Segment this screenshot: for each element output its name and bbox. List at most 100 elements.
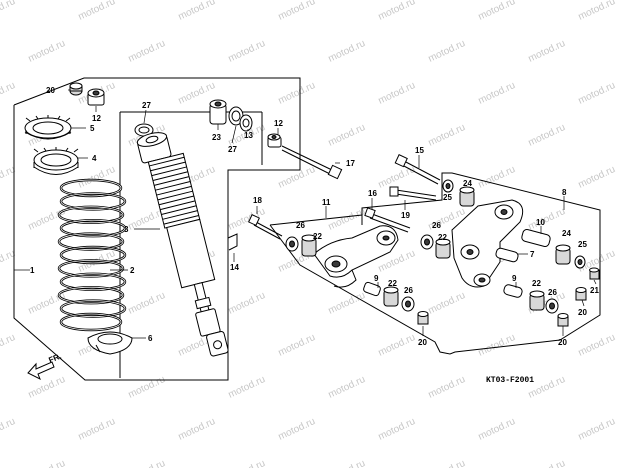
watermark-text: motod.ru	[327, 206, 367, 233]
watermark-text: motod.ru	[0, 332, 17, 359]
bearing-part-24-arm	[555, 244, 571, 265]
bolt-part-18	[248, 214, 283, 240]
seal-part-25-top	[442, 179, 454, 193]
spring-coil-highlight	[60, 246, 126, 264]
callout-16: 16	[368, 189, 377, 198]
nut-part-20-arm	[557, 313, 569, 327]
bearing-part-23	[209, 99, 227, 125]
watermark-text: motod.ru	[177, 416, 217, 443]
spring-coil-highlight	[60, 192, 126, 210]
bolt-part-19	[389, 186, 437, 201]
front-label: FR.	[47, 352, 62, 365]
nut-part-21	[589, 267, 600, 280]
callout-1: 1	[30, 266, 35, 275]
watermark-text: motod.ru	[0, 0, 17, 23]
spring-coil-highlight	[60, 313, 122, 331]
callout-22-arm-low: 22	[532, 279, 541, 288]
watermark-text: motod.ru	[77, 164, 117, 191]
adjuster-nut-part	[33, 147, 79, 175]
callout-13: 13	[244, 131, 253, 140]
callout-2: 2	[130, 266, 135, 275]
watermark-text: motod.ru	[527, 122, 567, 149]
watermark-text: motod.ru	[527, 38, 567, 65]
watermark-text: motod.ru	[127, 290, 167, 317]
watermark-text: motod.ru	[577, 0, 617, 23]
watermark-text: motod.ru	[527, 458, 567, 468]
diagram-code: KT03-F2001	[486, 376, 534, 385]
watermark-text: motod.ru	[477, 164, 517, 191]
damper-rib	[158, 195, 195, 206]
callout-22-left: 22	[313, 232, 322, 241]
watermark-text: motod.ru	[477, 0, 517, 23]
spring-stopper-part	[87, 331, 133, 355]
watermark-text: motod.ru	[277, 416, 317, 443]
callout-25-arm: 25	[578, 240, 587, 249]
callout-26-arm: 26	[432, 221, 441, 230]
watermark-text: motod.ru	[577, 332, 617, 359]
watermark-text: motod.ru	[277, 0, 317, 23]
callout-26-left: 26	[296, 221, 305, 230]
coil-spring-part	[57, 178, 127, 332]
callout-11: 11	[322, 198, 331, 207]
watermark-text: motod.ru	[227, 38, 267, 65]
watermark-text: motod.ru	[227, 458, 267, 468]
callout-20-link: 20	[418, 338, 427, 347]
callout-20-top: 20	[46, 86, 55, 95]
front-direction-arrow: FR.	[27, 352, 63, 381]
damper-rib	[155, 181, 191, 191]
bearing-part-24-top	[459, 186, 475, 207]
collar-part-9-link	[363, 281, 381, 297]
watermark-text: motod.ru	[427, 122, 467, 149]
damper-body-part	[134, 123, 229, 357]
callout-14: 14	[230, 263, 239, 272]
watermark-text: motod.ru	[377, 80, 417, 107]
spring-coil-highlight	[60, 219, 126, 237]
spring-coil-highlight	[58, 233, 124, 251]
callout-26-link: 26	[404, 286, 413, 295]
spring-coil-highlight	[60, 179, 122, 197]
watermark-text: motod.ru	[227, 290, 267, 317]
watermark-text: motod.ru	[27, 374, 67, 401]
callout-9-arm: 9	[512, 274, 517, 283]
spring-coil-highlight	[58, 206, 124, 224]
watermark-text: motod.ru	[427, 290, 467, 317]
callout-19: 19	[401, 211, 410, 220]
seal-part-26-link	[401, 296, 415, 312]
shock-link-part	[313, 225, 399, 288]
bearing-part-22-arm	[435, 238, 451, 259]
watermark-text: motod.ru	[77, 416, 117, 443]
damper-rib	[156, 185, 192, 196]
watermark-text: motod.ru	[377, 416, 417, 443]
callout-20-right: 20	[578, 308, 587, 317]
collar-part-13	[239, 114, 253, 132]
seal-part-26-left	[285, 236, 299, 252]
watermark-text: motod.ru	[577, 80, 617, 107]
callout-24-top: 24	[463, 179, 472, 188]
spring-coil-highlight	[58, 259, 124, 277]
callout-9-link: 9	[374, 274, 379, 283]
spring-coil-highlight	[58, 286, 124, 304]
collar-part-9-arm	[503, 284, 523, 298]
nut-part-top	[69, 82, 83, 96]
spring-coil-highlight	[60, 273, 126, 291]
damper-rib	[160, 200, 196, 211]
damper-rib	[151, 166, 187, 177]
seal-part-26-arm-low	[545, 298, 559, 314]
collar-part-7	[495, 247, 519, 263]
bolt-part-16	[364, 207, 411, 233]
right-assembly-outline	[269, 172, 601, 355]
watermark-text: motod.ru	[427, 458, 467, 468]
damper-rib	[162, 210, 198, 220]
watermark-text: motod.ru	[127, 38, 167, 65]
watermark-text: motod.ru	[327, 38, 367, 65]
watermark-text: motod.ru	[27, 290, 67, 317]
callout-26-arm-low: 26	[548, 288, 557, 297]
watermark-text: motod.ru	[327, 458, 367, 468]
callout-6: 6	[148, 334, 153, 343]
seal-part-25-arm	[574, 255, 586, 269]
callout-23: 23	[212, 133, 221, 142]
bolt-part-17	[281, 145, 343, 180]
damper-rib	[163, 214, 199, 225]
callout-5: 5	[90, 124, 95, 133]
seal-part-27	[228, 106, 244, 126]
